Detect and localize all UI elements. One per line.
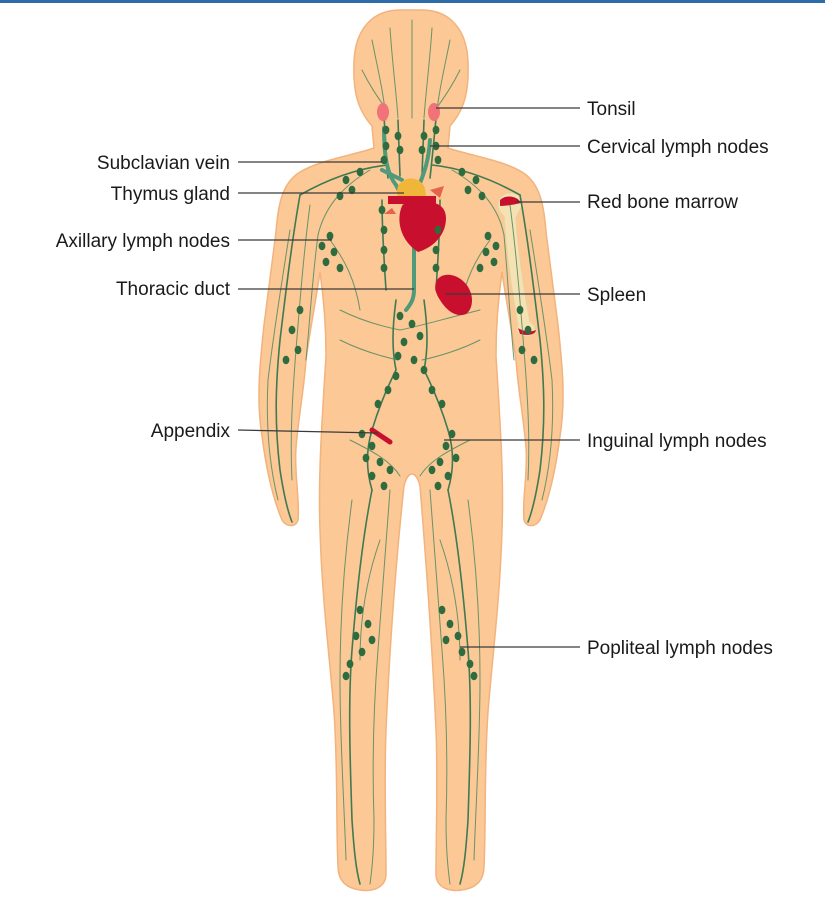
lymph-node (375, 400, 382, 408)
lymph-node (517, 306, 524, 314)
lymph-node (421, 366, 428, 374)
lymph-node (319, 242, 326, 250)
lymph-node (397, 312, 404, 320)
lymph-node (411, 356, 418, 364)
lymph-node (443, 636, 450, 644)
lymph-node (381, 482, 388, 490)
lymph-node (531, 356, 538, 364)
lymph-node (365, 620, 372, 628)
label-thoracic-duct: Thoracic duct (116, 279, 231, 300)
lymph-node (485, 232, 492, 240)
lymph-node (435, 156, 442, 164)
label-popliteal-lymph-nodes: Popliteal lymph nodes (587, 638, 773, 659)
tonsil-left (377, 103, 389, 121)
lymph-node (401, 338, 408, 346)
label-subclavian-vein: Subclavian vein (97, 153, 230, 174)
lymph-node (387, 466, 394, 474)
lymph-node (359, 648, 366, 656)
lymph-node (353, 632, 360, 640)
lymph-node (433, 126, 440, 134)
lymph-node (455, 632, 462, 640)
label-cervical-lymph-nodes: Cervical lymph nodes (587, 137, 769, 158)
lymph-node (435, 226, 442, 234)
lymph-node (459, 168, 466, 176)
lymph-node (439, 400, 446, 408)
human-body (259, 10, 563, 890)
label-axillary-lymph-nodes: Axillary lymph nodes (56, 231, 230, 252)
lymph-node (369, 442, 376, 450)
lymph-node (383, 142, 390, 150)
lymph-node (437, 458, 444, 466)
lymph-node (297, 306, 304, 314)
lymph-node (483, 248, 490, 256)
lymph-node (409, 320, 416, 328)
lymph-node (467, 660, 474, 668)
lymph-node (347, 660, 354, 668)
lymph-node (421, 132, 428, 140)
lymph-node (327, 232, 334, 240)
lymph-node (395, 132, 402, 140)
lymph-node (443, 442, 450, 450)
lymph-node (453, 454, 460, 462)
lymph-node (433, 246, 440, 254)
tonsil-right (428, 103, 440, 121)
lymph-node (465, 186, 472, 194)
label-appendix: Appendix (151, 421, 231, 442)
lymph-node (395, 352, 402, 360)
lymph-node (477, 264, 484, 272)
lymph-node (377, 458, 384, 466)
lymph-node (357, 606, 364, 614)
lymph-node (381, 246, 388, 254)
lymph-node (381, 156, 388, 164)
lymph-node (381, 226, 388, 234)
label-thymus-gland: Thymus gland (111, 184, 230, 205)
lymph-node (417, 332, 424, 340)
lymph-node (323, 258, 330, 266)
lymph-node (381, 264, 388, 272)
lymph-node (369, 636, 376, 644)
lymph-node (449, 430, 456, 438)
lymph-node (429, 466, 436, 474)
lymph-node (479, 192, 486, 200)
lymph-node (525, 326, 532, 334)
label-spleen: Spleen (587, 285, 646, 306)
lymph-node (471, 672, 478, 680)
lymph-node (445, 472, 452, 480)
lymph-node (385, 386, 392, 394)
lymph-node (433, 264, 440, 272)
lymph-node (343, 672, 350, 680)
body-silhouette (259, 10, 563, 890)
lymph-node (337, 264, 344, 272)
lymph-node (419, 146, 426, 154)
lymph-node (473, 176, 480, 184)
lymph-node (383, 126, 390, 134)
lymph-node (289, 326, 296, 334)
lymph-node (459, 648, 466, 656)
lymph-node (295, 346, 302, 354)
lymph-node (491, 258, 498, 266)
lymph-node (359, 430, 366, 438)
lymph-node (493, 242, 500, 250)
lymph-node (331, 248, 338, 256)
lymph-node (393, 372, 400, 380)
lymph-node (397, 146, 404, 154)
label-inguinal-lymph-nodes: Inguinal lymph nodes (587, 431, 767, 452)
lymph-node (519, 346, 526, 354)
lymph-node (363, 454, 370, 462)
lymph-node (369, 472, 376, 480)
lymph-node (447, 620, 454, 628)
lymph-node (439, 606, 446, 614)
lymph-node (379, 206, 386, 214)
lymph-node (429, 386, 436, 394)
lymph-node (283, 356, 290, 364)
label-tonsil: Tonsil (587, 99, 636, 120)
label-red-bone-marrow: Red bone marrow (587, 192, 738, 213)
lymph-node (357, 168, 364, 176)
lymph-node (343, 176, 350, 184)
lymph-node (435, 482, 442, 490)
